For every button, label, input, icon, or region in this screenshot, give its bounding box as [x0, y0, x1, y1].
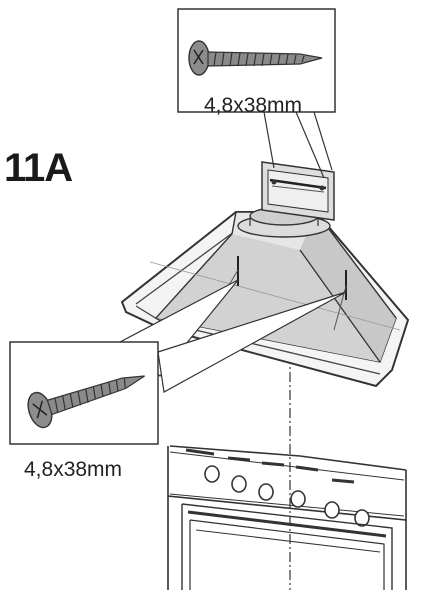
- cooker-knobs: [204, 465, 370, 527]
- step-label: 11A: [4, 146, 73, 190]
- cooker: [167, 445, 407, 590]
- bottom-screw-callout: [9, 279, 347, 445]
- knob-2: [231, 475, 247, 493]
- top-screw-callout: [177, 8, 336, 179]
- cooker-control-panel: [167, 446, 407, 521]
- screw-icon-top: [188, 40, 323, 76]
- top-screw-size-label: 4,8x38mm: [204, 94, 303, 117]
- oven-door: [181, 503, 393, 590]
- knob-6: [354, 509, 370, 527]
- cooker-panel-top: [169, 445, 407, 471]
- knob-1: [204, 465, 220, 483]
- screw-icon-bottom: [27, 375, 145, 429]
- wall-bracket: [261, 161, 335, 221]
- chimney-hood: [120, 206, 410, 388]
- knob-4: [290, 490, 306, 508]
- knob-5: [324, 501, 340, 519]
- knob-3: [258, 483, 274, 501]
- bottom-screw-size-label: 4,8x38mm: [24, 458, 123, 481]
